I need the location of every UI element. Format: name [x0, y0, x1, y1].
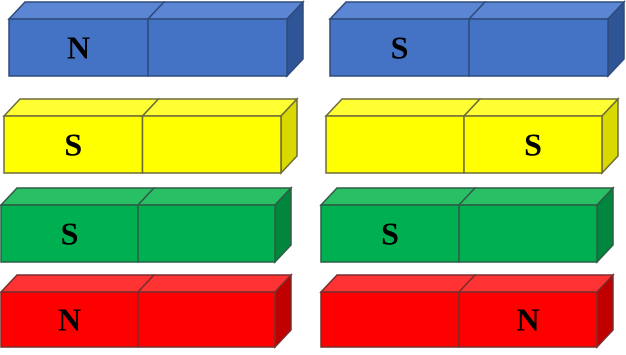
- magnet-top-face-right: [148, 2, 303, 19]
- magnet-top-face-left: [1, 275, 154, 292]
- magnet-green-left: S: [1, 188, 291, 262]
- magnet-top-face-left: [330, 2, 485, 19]
- magnet-top-face-right: [459, 275, 613, 292]
- pole-label: S: [61, 216, 79, 252]
- magnet-top-face-left: [321, 275, 475, 292]
- magnet-blue-left: N: [9, 2, 303, 76]
- magnet-green-right: S: [321, 188, 613, 262]
- magnet-yellow-right: S: [326, 99, 618, 173]
- magnet-front-right-half: [469, 19, 608, 76]
- magnet-front-left-half: [321, 292, 459, 347]
- magnet-top-face-right: [138, 188, 291, 205]
- magnet-front-left-half: [326, 116, 464, 173]
- pole-label: S: [391, 30, 409, 66]
- magnet-front-right-half: [138, 292, 275, 347]
- magnet-top-face-right: [464, 99, 618, 116]
- magnet-front-right-half: [143, 116, 282, 173]
- magnet-red-left: N: [1, 275, 291, 347]
- pole-label: S: [381, 216, 399, 252]
- magnet-top-face-right: [469, 2, 624, 19]
- pole-label: N: [58, 302, 81, 338]
- magnet-front-right-half: [148, 19, 287, 76]
- magnet-top-face-left: [1, 188, 154, 205]
- magnet-blue-right: S: [330, 2, 624, 76]
- magnet-top-face-right: [459, 188, 613, 205]
- magnet-red-right: N: [321, 275, 613, 347]
- magnet-top-face-right: [143, 99, 298, 116]
- magnet-top-face-left: [326, 99, 480, 116]
- magnet-front-right-half: [459, 205, 597, 262]
- magnet-top-face-left: [4, 99, 159, 116]
- magnet-front-right-half: [138, 205, 275, 262]
- pole-label: N: [516, 302, 539, 338]
- magnet-top-face-left: [9, 2, 164, 19]
- pole-label: S: [524, 127, 542, 163]
- magnet-yellow-left: S: [4, 99, 297, 173]
- magnet-top-face-left: [321, 188, 475, 205]
- magnet-top-face-right: [138, 275, 291, 292]
- pole-label: N: [67, 30, 90, 66]
- pole-label: S: [64, 127, 82, 163]
